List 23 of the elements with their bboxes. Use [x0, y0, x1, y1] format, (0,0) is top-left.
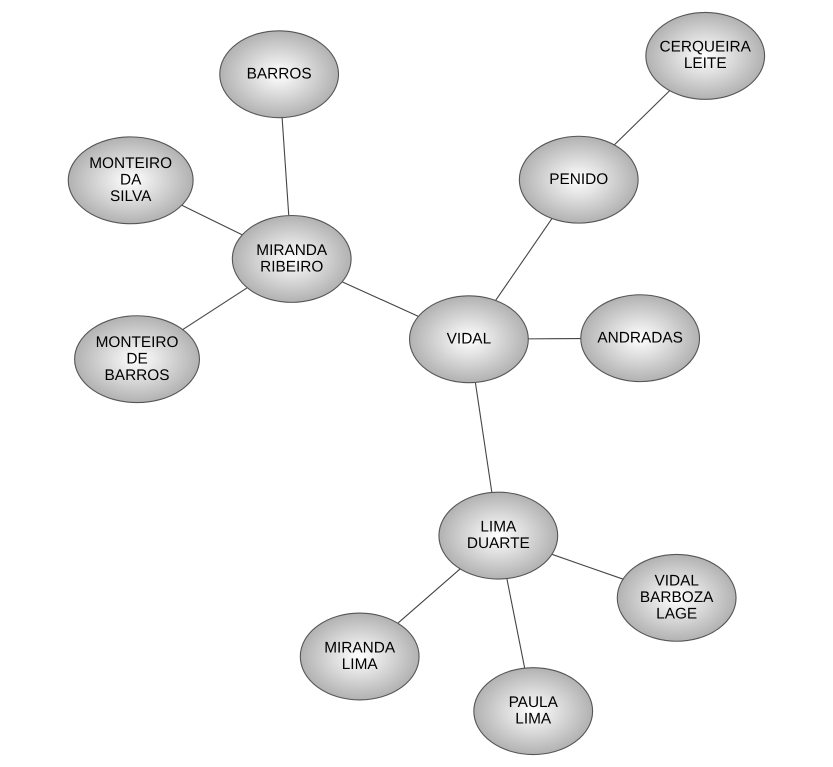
- connector: [182, 287, 248, 330]
- connector: [342, 281, 418, 317]
- node-ellipse: VIDAL BARBOZA LAGE: [616, 554, 737, 642]
- node-ellipse: MONTEIRO DA SILVA: [68, 136, 194, 224]
- connector: [614, 90, 670, 146]
- node-ellipse: ANDRADAS: [580, 294, 700, 382]
- connector: [528, 338, 581, 340]
- connector: [474, 382, 492, 492]
- node-ellipse: LIMA DUARTE: [438, 492, 558, 580]
- node-ellipse: MONTEIRO DE BARROS: [74, 315, 200, 404]
- connector: [398, 568, 460, 624]
- node-ellipse: PAULA LIMA: [473, 667, 594, 756]
- node-ellipse: BARROS: [219, 30, 340, 118]
- connector: [552, 554, 624, 580]
- node-ellipse: MIRANDA RIBEIRO: [232, 214, 352, 303]
- node-ellipse: VIDAL: [408, 295, 529, 384]
- connector: [282, 118, 290, 216]
- connector: [182, 204, 242, 236]
- connector: [506, 578, 526, 668]
- node-ellipse: CERQUEIRA LEITE: [645, 12, 766, 100]
- node-ellipse: PENIDO: [518, 136, 639, 224]
- node-ellipse: MIRANDA LIMA: [300, 612, 420, 700]
- connector: [495, 218, 552, 301]
